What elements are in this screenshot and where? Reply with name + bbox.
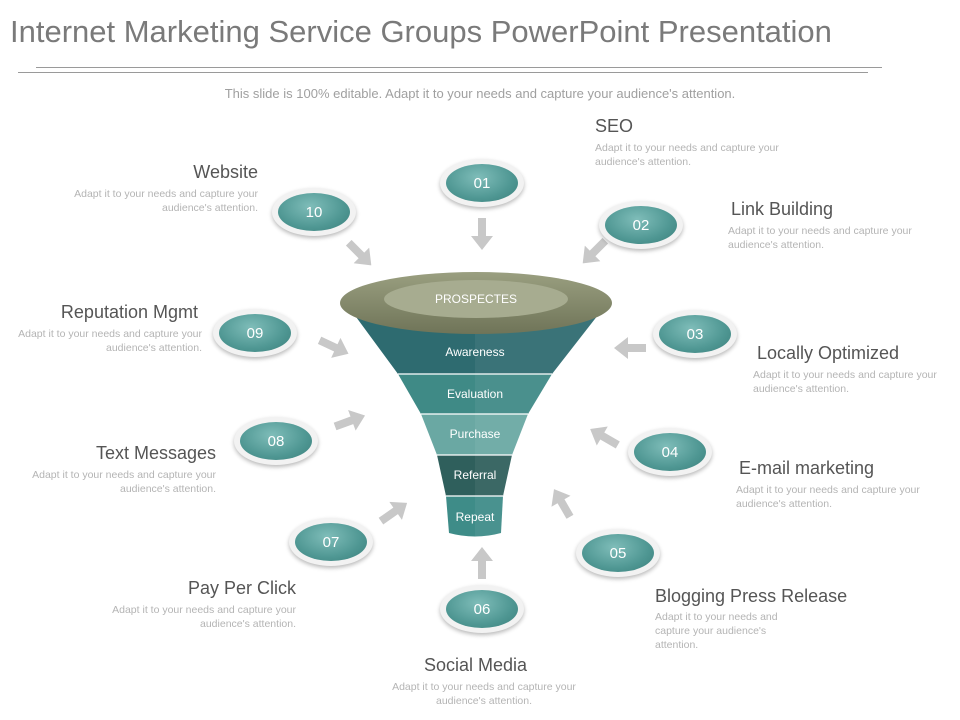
item-label-blogging-press-release: Blogging Press Release [655, 586, 848, 606]
item-label-website: Website [193, 162, 258, 182]
funnel-stage-awareness: Awareness [445, 345, 505, 359]
item-desc-pay-per-click: Adapt it to your needs and capture your … [112, 604, 296, 630]
item-label-email-marketing: E-mail marketing [739, 458, 875, 478]
item-label-text-messages: Text Messages [95, 443, 216, 463]
funnel-stage-referral-shape [437, 455, 512, 496]
item-desc-locally-optimized: Adapt it to your needs and capture your … [753, 369, 937, 395]
funnel-stage-evaluation: Evaluation [446, 387, 504, 401]
item-desc-reputation-mgmt: Adapt it to your needs and capture your … [18, 328, 202, 354]
funnel-stage-repeat-shape [446, 496, 503, 537]
slide-title: Internet Marketing Service Groups PowerP… [10, 14, 832, 49]
title-rule-bottom [18, 72, 868, 73]
step-badge-04: 04 [628, 428, 712, 476]
funnel-stage-purchase-shape [421, 414, 528, 455]
step-badge-02: 02 [599, 201, 683, 249]
arrow-04-icon [590, 426, 620, 449]
arrow-09-icon [317, 336, 349, 358]
step-badge-10: 10 [272, 188, 356, 236]
item-desc-social-media: Adapt it to your needs and capture your … [392, 681, 576, 707]
arrow-05-icon [551, 489, 574, 519]
funnel-stage-referral: Referral [453, 468, 497, 482]
step-badge-08: 08 [234, 417, 318, 465]
funnel-stage-purchase: Purchase [449, 427, 501, 441]
item-label-seo: SEO [595, 116, 634, 136]
title-rule-top [36, 67, 882, 68]
funnel-top-label: PROSPECTES [434, 292, 518, 306]
step-badge-09: 09 [213, 309, 297, 357]
item-desc-email-marketing: Adapt it to your needs and capture your … [736, 484, 920, 510]
item-label-reputation-mgmt: Reputation Mgmt [60, 302, 198, 322]
step-badge-07: 07 [289, 518, 373, 566]
slide-subtitle: This slide is 100% editable. Adapt it to… [224, 86, 736, 101]
arrow-08-icon [333, 409, 366, 431]
item-label-pay-per-click: Pay Per Click [187, 578, 296, 598]
step-badge-01: 01 [440, 159, 524, 207]
arrow-06-icon [471, 547, 493, 579]
item-desc-website: Adapt it to your needs and capture your … [74, 188, 258, 214]
step-badge-05: 05 [576, 529, 660, 577]
item-desc-link-building: Adapt it to your needs and capture your … [728, 225, 912, 251]
arrow-07-icon [378, 501, 408, 525]
step-badge-06: 06 [440, 585, 524, 633]
item-desc-text-messages: Adapt it to your needs and capture your … [32, 469, 216, 495]
arrow-10-icon [345, 239, 372, 266]
funnel-stage-repeat: Repeat [455, 510, 495, 524]
item-label-locally-optimized: Locally Optimized [757, 343, 900, 363]
item-desc-seo: Adapt it to your needs and capture your … [595, 142, 779, 168]
arrow-03-icon [614, 337, 646, 359]
item-label-link-building: Link Building [731, 199, 834, 219]
item-desc-blogging-press-release: Adapt it to your needs and capture your … [655, 611, 778, 651]
item-label-social-media: Social Media [424, 655, 528, 675]
step-badge-03: 03 [653, 310, 737, 358]
arrow-01-icon [471, 218, 493, 250]
arrow-02-icon [582, 237, 609, 264]
funnel-stage-evaluation-shape [398, 374, 552, 414]
